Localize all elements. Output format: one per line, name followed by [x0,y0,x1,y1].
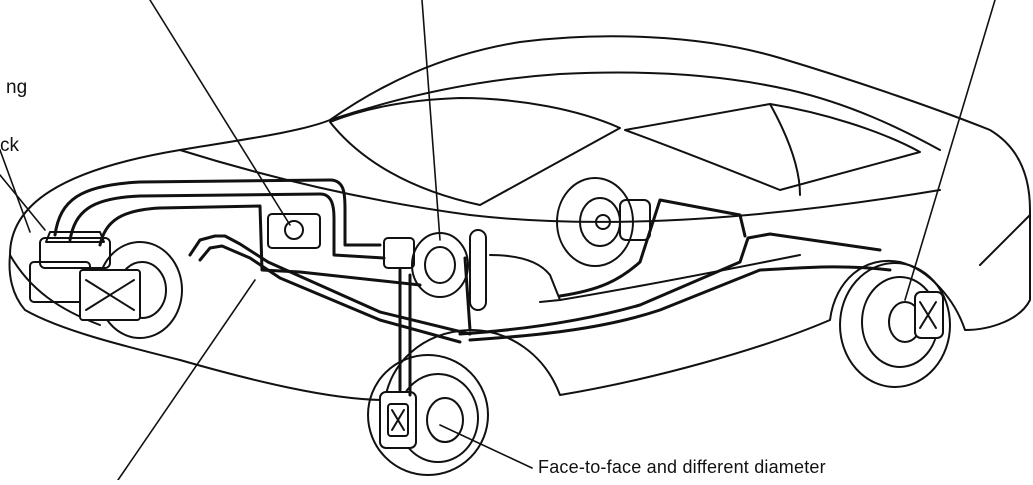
proportioning-valve [267,213,321,249]
rear-wheel [839,262,951,388]
rear-window [769,103,801,196]
face-to-face-label: Face-to-face and different diameter [538,457,826,477]
car-body-outline [8,35,1031,401]
windshield [329,97,621,206]
door-line [559,254,801,301]
front-brake-assembly [29,231,183,339]
rear-bumper [979,214,1031,266]
spare-disc [556,177,651,267]
partial-label-ng: ng [6,77,28,98]
side-window [624,103,921,191]
leader-lines [0,0,996,481]
front-wheel [367,354,489,476]
body-crease [179,149,941,223]
partial-label-ck: ck [0,135,19,156]
brake-lines [53,178,892,397]
car-roof-line [329,71,941,151]
